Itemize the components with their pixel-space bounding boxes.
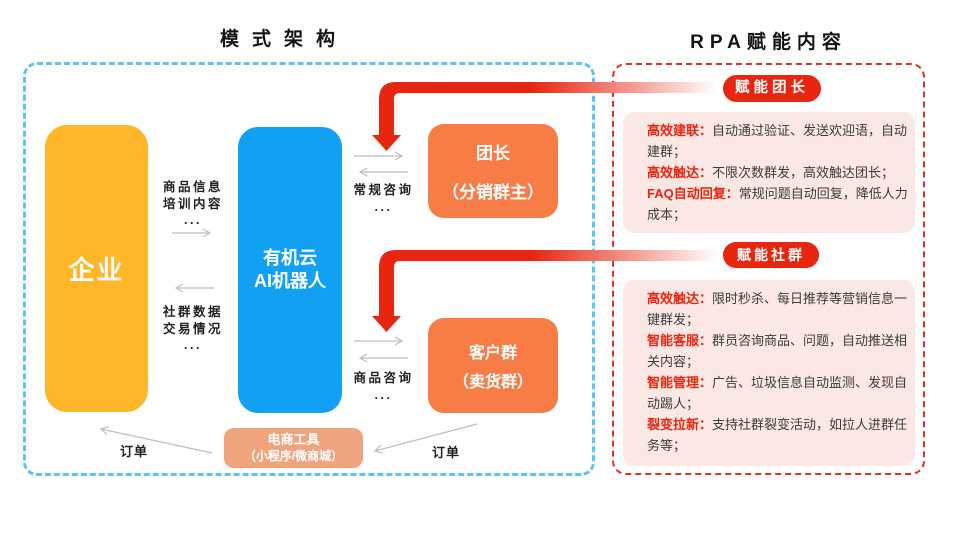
node-customer-group-line2: （卖货群）: [452, 374, 533, 391]
node-group-leader-line2: （分销群主）: [442, 183, 544, 202]
node-enterprise-label: 企业: [68, 255, 125, 285]
node-ecommerce-tools-line1: 电商工具: [267, 432, 320, 447]
node-ecommerce-tools: 电商工具 （小程序/微商城）: [224, 428, 363, 468]
right-section-title: RPA赋能内容: [690, 32, 847, 53]
label-regular-consult: 常规咨询 ...: [353, 183, 414, 214]
node-customer-group: 客户群 （卖货群）: [428, 318, 558, 413]
detail-item: 高效触达：限时秒杀、每日推荐等营销信息一键群发；: [647, 291, 908, 327]
detail-item: 智能客服：群员咨询商品、问题，自动推送相关内容；: [647, 333, 908, 369]
empower-leader-details: 高效建联：自动通过验证、发送欢迎语，自动建群； 高效触达：不限次数群发，高效触达…: [623, 112, 915, 233]
detail-item: FAQ自动回复：常规问题自动回复，降低人力成本；: [647, 186, 908, 222]
node-ecommerce-tools-line2: （小程序/微商城）: [243, 449, 344, 463]
label-order-left: 订单: [119, 444, 148, 459]
node-ai-robot: 有机云 AI机器人: [238, 127, 342, 413]
empower-community-details: 高效触达：限时秒杀、每日推荐等营销信息一键群发； 智能客服：群员咨询商品、问题，…: [623, 280, 915, 466]
node-ai-robot-line2: AI机器人: [254, 271, 326, 291]
left-section-title: 模式架构: [219, 29, 348, 50]
label-order-right: 订单: [431, 445, 460, 460]
node-customer-group-line1: 客户群: [468, 345, 517, 362]
label-community-data: 社群数据 交易情况 ...: [162, 305, 223, 352]
label-product-info-training: 商品信息 培训内容 ...: [162, 180, 223, 227]
badge-empower-leader: 赋能团长: [723, 75, 821, 102]
node-enterprise: 企业: [45, 125, 148, 412]
detail-item: 智能管理：广告、垃圾信息自动监测、发现自动踢人；: [647, 375, 908, 411]
detail-item: 高效建联：自动通过验证、发送欢迎语，自动建群；: [647, 123, 908, 159]
detail-item: 高效触达：不限次数群发，高效触达团长；: [647, 165, 895, 180]
badge-empower-community: 赋能社群: [723, 242, 819, 268]
node-group-leader: 团长 （分销群主）: [428, 124, 558, 218]
detail-item: 裂变拉新：支持社群裂变活动，如拉人进群任务等；: [647, 417, 908, 453]
node-ai-robot-line1: 有机云: [263, 248, 317, 268]
node-group-leader-line1: 团长: [476, 144, 510, 163]
label-product-consult: 商品咨询 ...: [353, 371, 414, 402]
